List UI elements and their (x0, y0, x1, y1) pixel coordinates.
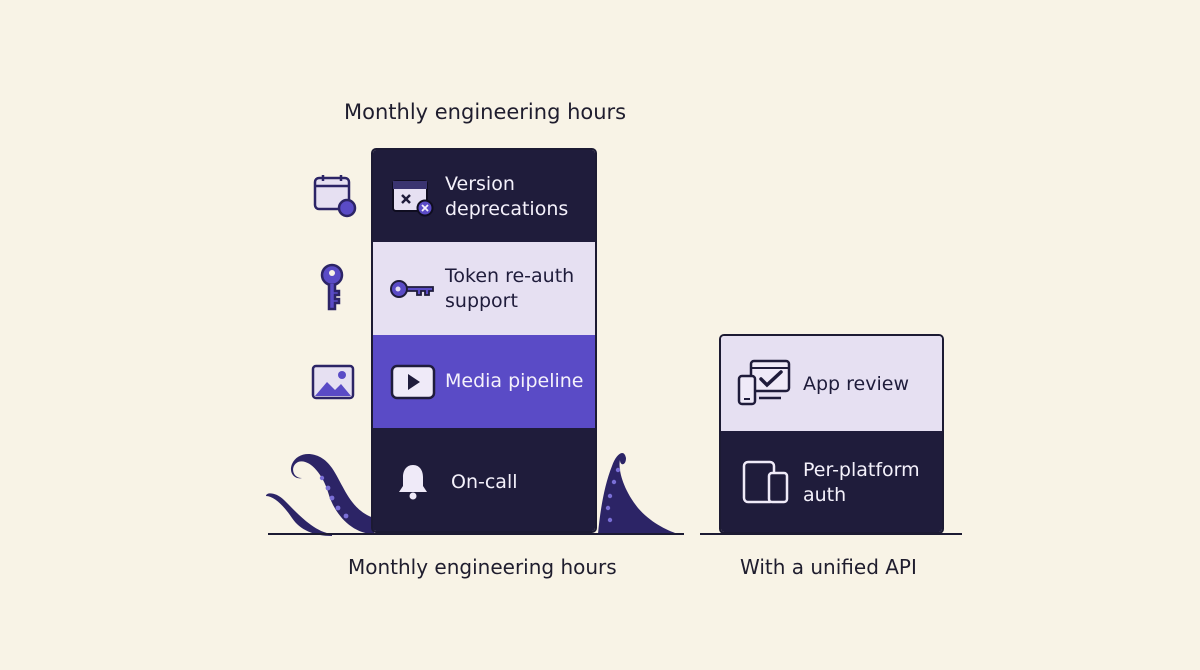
tentacle-left-decoration (266, 453, 374, 536)
left-stacked-bar: Version deprecations Token re-auth suppo… (371, 148, 597, 533)
right-stacked-bar: App review Per-platform auth (719, 334, 944, 534)
play-icon (390, 364, 436, 400)
segment-label-line1: Media pipeline (445, 370, 584, 392)
segment-token-reauth: Token re-auth support (373, 242, 595, 335)
bell-icon (399, 465, 427, 500)
tablet-phone-icon (742, 460, 789, 504)
key-icon (320, 263, 344, 311)
segment-label-line2: deprecations (445, 198, 569, 220)
segment-on-call: On-call (373, 428, 595, 531)
left-baseline (268, 533, 684, 535)
segment-per-platform-auth: Per-platform auth (721, 431, 942, 532)
right-baseline (700, 533, 962, 535)
segment-label-line2: support (445, 290, 518, 312)
image-icon (311, 364, 355, 400)
segment-app-review: App review (721, 336, 942, 431)
right-caption: With a unified API (740, 555, 917, 579)
segment-version-deprecations: Version deprecations (373, 150, 595, 242)
left-caption: Monthly engineering hours (348, 555, 617, 579)
segment-media-pipeline: Media pipeline (373, 335, 595, 428)
key-icon (390, 280, 434, 298)
segment-label-line1: Token re-auth (445, 265, 575, 287)
segment-label-line2: auth (803, 484, 847, 506)
tentacle-right-decoration (598, 452, 678, 534)
segment-label-line1: On-call (451, 471, 518, 493)
segment-label-line1: Version (445, 173, 515, 195)
segment-label-line1: App review (803, 373, 909, 395)
chart-title: Monthly engineering hours (344, 100, 627, 124)
calendar-icon (313, 175, 357, 218)
devices-check-icon (737, 359, 791, 406)
calendar-x-icon (392, 180, 434, 217)
segment-label-line1: Per-platform (803, 459, 920, 481)
